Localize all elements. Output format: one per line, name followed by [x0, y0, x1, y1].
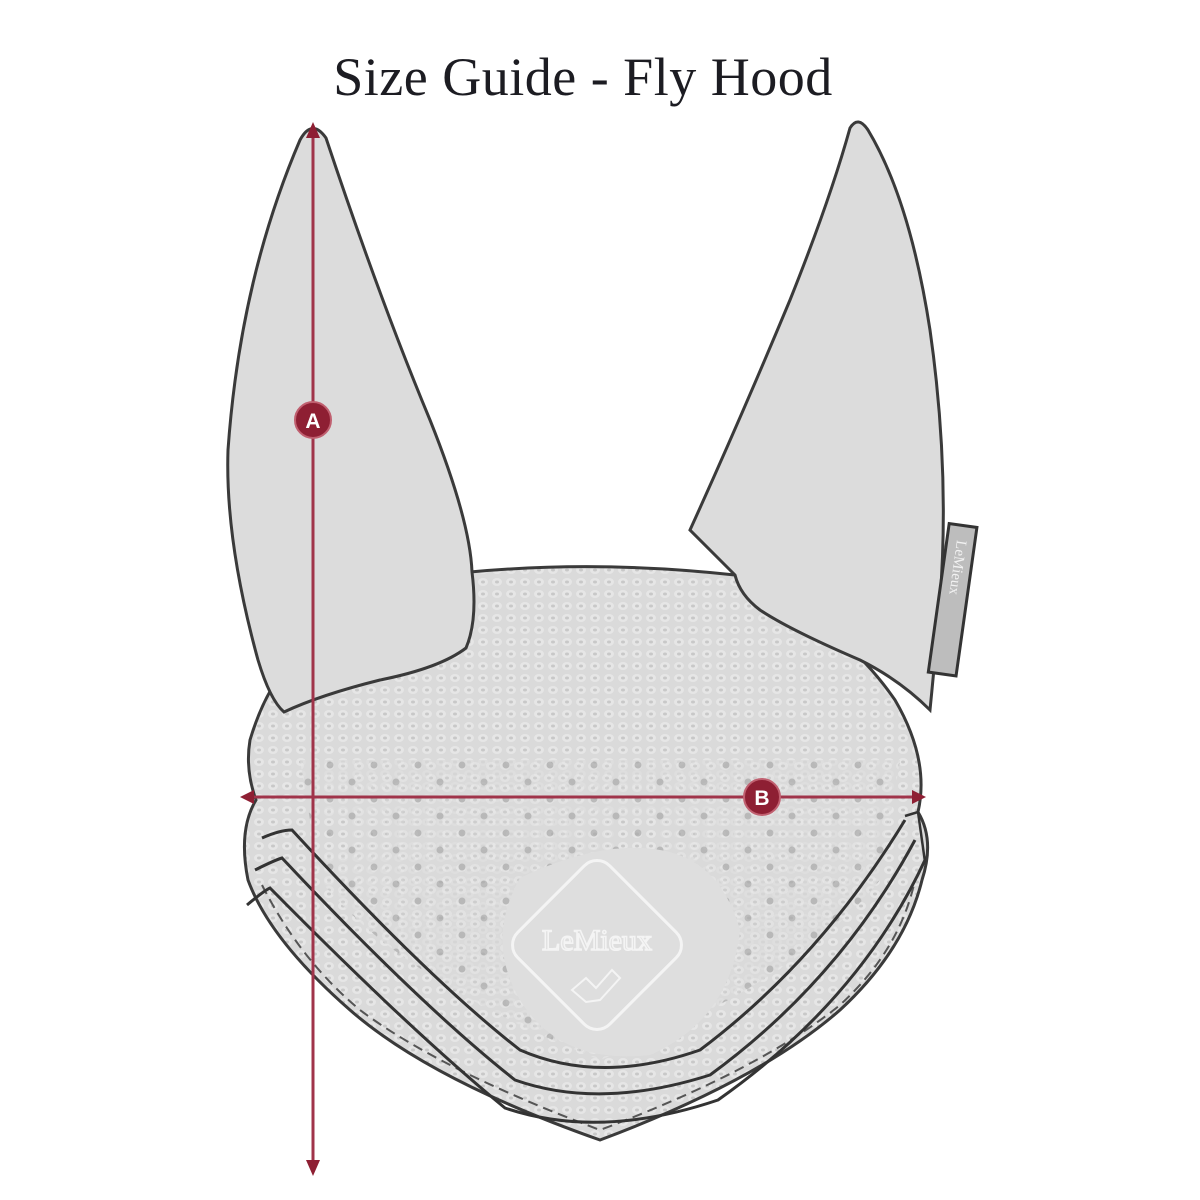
page-title: Size Guide - Fly Hood [333, 47, 833, 107]
arrow-right-icon [912, 790, 926, 804]
logo-patch: LeMieux [502, 847, 740, 1057]
svg-text:LeMieux: LeMieux [945, 539, 969, 596]
left-ear [226, 127, 476, 714]
measurement-marker-b: B [743, 778, 781, 816]
brand-logo-icon [570, 968, 622, 1004]
svg-text:A: A [305, 410, 320, 433]
arrow-down-icon [306, 1160, 320, 1176]
brand-logo-text: LeMieux [542, 924, 652, 957]
measurement-marker-a: A [294, 401, 332, 439]
right-ear: LeMieux [688, 120, 979, 714]
measurement-b: B [240, 778, 926, 816]
measurement-a: A [294, 122, 332, 1176]
arrow-up-icon [306, 122, 320, 138]
arrow-left-icon [240, 790, 254, 804]
svg-text:B: B [754, 787, 769, 810]
cord-trim [246, 810, 927, 1124]
ear-tag: LeMieux [926, 521, 979, 678]
